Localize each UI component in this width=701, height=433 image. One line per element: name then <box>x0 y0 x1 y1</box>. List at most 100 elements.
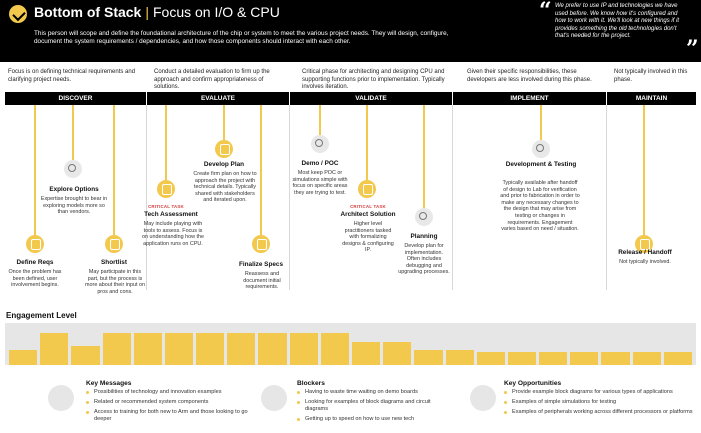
document-icon <box>252 235 270 253</box>
activity-title: Finalize Specs <box>238 261 284 268</box>
blocker-item: Getting up to speed on how to use new te… <box>297 416 447 423</box>
trophy-icon <box>470 385 496 411</box>
engagement-bar <box>258 333 287 365</box>
activity-title: Shortlist <box>101 259 127 266</box>
activity-stem <box>260 105 262 235</box>
phase-gridline <box>606 105 607 290</box>
activity-stem <box>366 105 368 180</box>
header: Bottom of Stack|Focus on I/O & CPU This … <box>0 0 701 62</box>
engagement-bar <box>40 333 69 365</box>
persona-quote: We prefer to use IP and technologies we … <box>555 3 680 40</box>
activity-stem <box>113 105 115 235</box>
key-message-item: Related or recommended system components <box>86 399 266 406</box>
engagement-bar <box>507 352 537 365</box>
activity-title: Release / Handoff <box>618 249 672 256</box>
opportunity-item: Examples of peripherals working across d… <box>504 409 694 416</box>
list-icon <box>105 235 123 253</box>
title-rest: Focus on I/O & CPU <box>152 4 280 20</box>
activity-desc: Reassess and document initial requiremen… <box>243 271 281 291</box>
engagement-bar <box>476 352 505 365</box>
engagement-bar <box>570 352 599 365</box>
key-opportunities-list: Provide example block diagrams for vario… <box>504 389 694 419</box>
engagement-bar <box>383 342 412 365</box>
chip-icon <box>157 180 175 198</box>
activity-title: Development & Testing <box>505 161 577 168</box>
engagement-bar <box>164 333 194 365</box>
activity-desc: Develop plan for implementation. Often i… <box>398 243 450 276</box>
flag-icon <box>635 235 653 253</box>
activity-desc: Typically available after handoff of des… <box>500 180 580 233</box>
phase-divider <box>146 92 147 105</box>
phase-gridline <box>452 105 453 290</box>
key-message-item: Possibilities of technology and innovati… <box>86 389 266 396</box>
key-messages-list: Possibilities of technology and innovati… <box>86 389 266 426</box>
engagement-bar <box>539 352 568 365</box>
phase-implement: IMPLEMENT <box>510 95 549 102</box>
phase-divider <box>452 92 453 105</box>
activity-desc: Once the problem has been defined, user … <box>8 269 62 289</box>
opportunity-item: Provide example block diagrams for vario… <box>504 389 694 396</box>
activity-title: Planning <box>410 233 438 240</box>
activity-stem <box>643 105 645 235</box>
engagement-bar <box>227 333 256 365</box>
activity-stem <box>72 105 74 160</box>
engagement-bar <box>133 333 162 365</box>
engagement-bar <box>352 342 381 365</box>
activity-desc: Higher level practitioners tasked with f… <box>342 221 394 254</box>
engagement-bar <box>663 352 692 365</box>
opportunity-item: Examples of simple simulations for testi… <box>504 399 694 406</box>
blocker-item: Having to waste time waiting on demo boa… <box>297 389 447 396</box>
open-quote-icon: “ <box>539 0 552 24</box>
magnifier-icon <box>64 160 82 178</box>
activity-stem <box>319 105 321 135</box>
engagement-bar <box>320 333 349 365</box>
engagement-bar <box>632 352 661 365</box>
engagement-bar <box>601 352 630 365</box>
blockers-list: Having to waste time waiting on demo boa… <box>297 389 447 426</box>
phase-maintain: MAINTAIN <box>635 95 668 102</box>
phase-intro-implement: Given their specific responsibilities, t… <box>467 69 592 83</box>
activity-desc: Create firm plan on how to approach the … <box>193 171 257 204</box>
title-separator: | <box>145 4 149 20</box>
phase-bar <box>5 92 696 105</box>
close-quote-icon: ” <box>686 36 699 62</box>
key-opportunities-title: Key Opportunities <box>504 380 562 387</box>
activity-desc: Expertise brought to bear in exploring m… <box>40 196 108 216</box>
phase-intro-evaluate: Conduct a detailed evaluation to firm up… <box>154 69 270 90</box>
phase-gridline <box>146 105 147 290</box>
activity-title: Define Reqs <box>16 259 54 266</box>
critical-task-label: CRITICAL TASK <box>350 204 386 209</box>
activity-stem <box>165 105 167 180</box>
chip-icon <box>358 180 376 198</box>
check-logo-icon <box>9 5 27 23</box>
engagement-bar <box>414 350 443 365</box>
engagement-bar <box>196 333 225 365</box>
engagement-bar <box>445 350 474 365</box>
phase-intro-validate: Critical phase for architecting and desi… <box>302 69 445 90</box>
blocker-item: Looking for examples of block diagrams a… <box>297 399 447 413</box>
phase-gridline <box>289 105 290 290</box>
megaphone-icon <box>48 385 74 411</box>
engagement-bar <box>289 333 318 365</box>
activity-stem <box>34 105 36 235</box>
activity-title: Tech Assessment <box>144 211 198 218</box>
gear-icon <box>532 140 550 158</box>
phase-divider <box>606 92 607 105</box>
engagement-bar <box>102 333 131 365</box>
phase-validate: VALIDATE <box>355 95 387 102</box>
key-message-item: Access to training for both new to Arm a… <box>86 409 266 423</box>
page-title: Bottom of Stack|Focus on I/O & CPU <box>34 4 280 20</box>
activity-stem <box>540 105 542 140</box>
persona-description: This person will scope and define the fo… <box>34 30 449 45</box>
activity-title: Explore Options <box>49 186 99 193</box>
critical-task-label: CRITICAL TASK <box>148 204 184 209</box>
phase-intro-maintain: Not typically involved in this phase. <box>614 69 688 83</box>
phase-divider <box>289 92 290 105</box>
document-icon <box>26 235 44 253</box>
pencil-icon <box>215 140 233 158</box>
activity-desc: Not typically involved. <box>619 259 671 265</box>
phase-evaluate: EVALUATE <box>200 95 236 102</box>
activity-desc: May include playing with tools to assess… <box>141 221 205 247</box>
engagement-title: Engagement Level <box>6 311 77 320</box>
clipboard-icon <box>415 208 433 226</box>
